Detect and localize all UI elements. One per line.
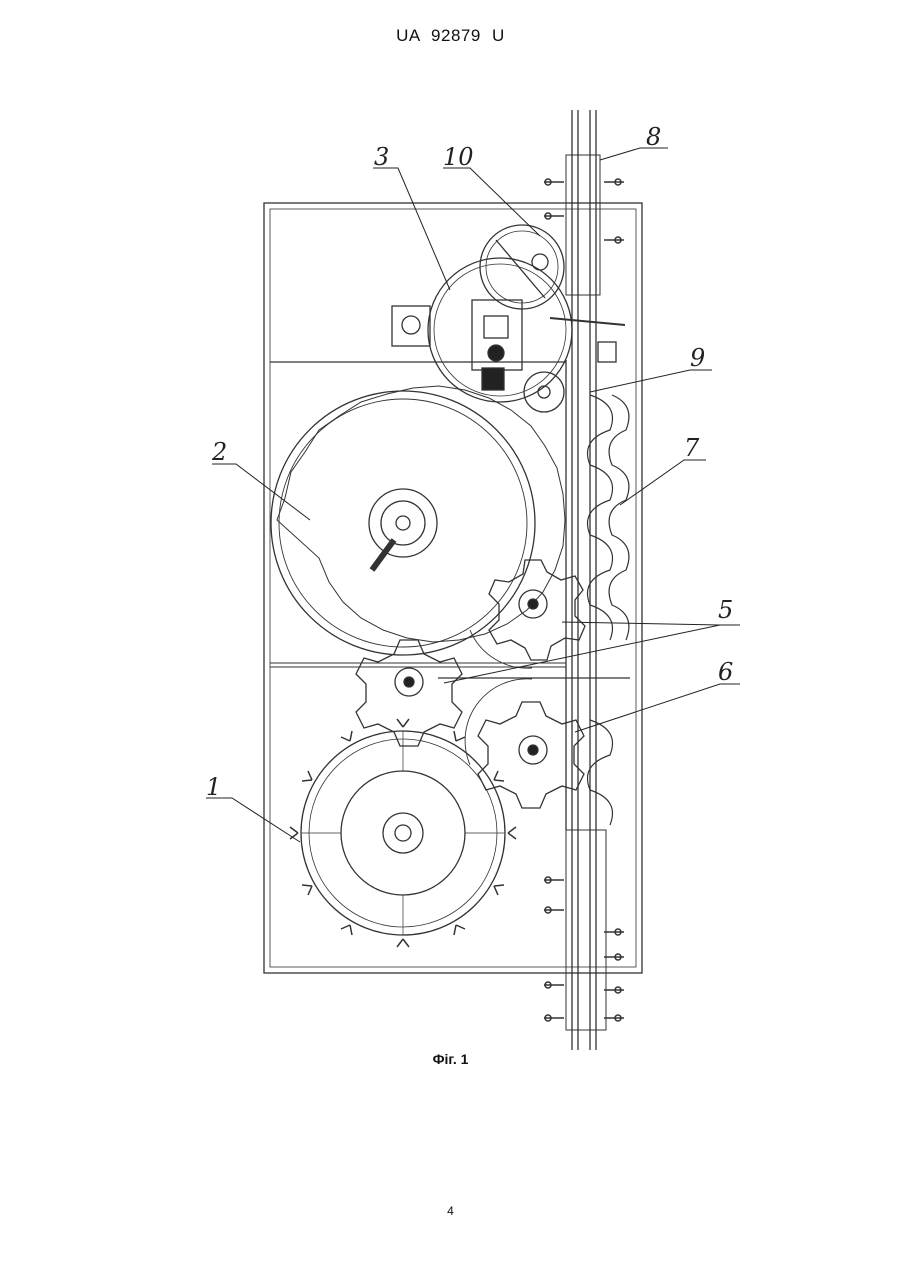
label-6: 6 [718,658,733,686]
label-3: 3 [374,143,389,171]
label-8: 8 [646,123,661,151]
label-1: 1 [206,773,221,801]
unit-10-disk [480,225,564,309]
label-7: 7 [684,434,700,462]
label-9: 9 [690,344,705,372]
figure-caption: Фіг. 1 [0,1051,901,1067]
label-10: 10 [443,143,474,171]
machine-frame [264,203,642,973]
large-disk-2 [271,391,535,655]
label-2: 2 [211,438,227,466]
star-wheel-upper [489,560,585,660]
label-5: 5 [718,596,733,624]
page-number: 4 [0,1204,901,1218]
star-wheel-lower [478,702,584,808]
rail-brackets [544,179,624,1021]
star-wheel-middle [356,640,462,746]
conveyor-rail [566,110,606,1050]
screw-auger [588,395,629,825]
machine-frame-inner [270,209,636,967]
